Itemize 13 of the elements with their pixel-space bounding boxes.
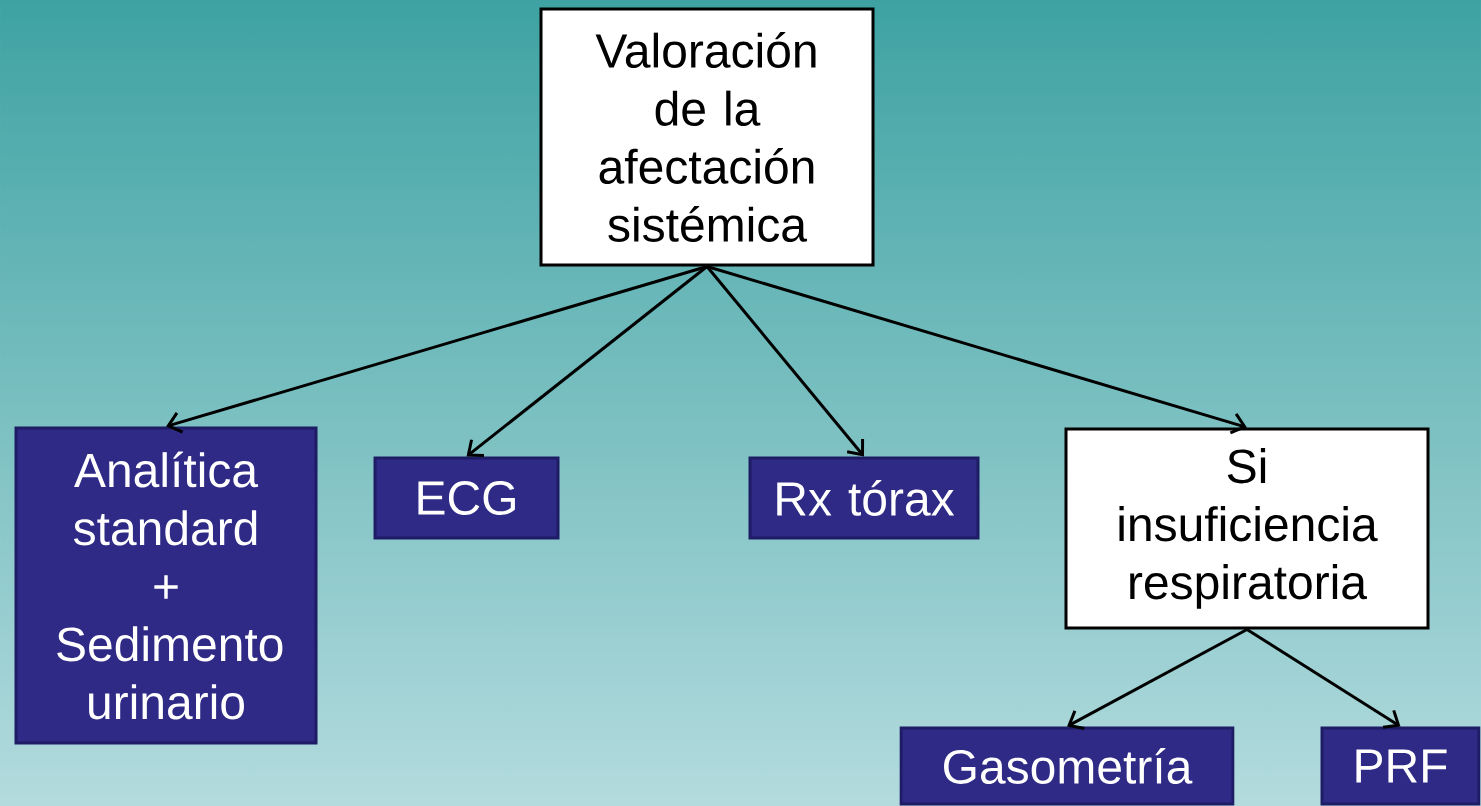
result-box: Gasometría [899,726,1235,806]
process-box: Valoración de la afectación sistémica [539,7,875,267]
arrow [1067,628,1248,730]
arrow [166,265,708,434]
arrow [466,265,708,457]
process-box: Si insuficiencia respiratoria [1064,427,1430,630]
arrow [705,265,865,457]
arrow [706,265,1247,435]
result-box: Rx tórax [748,456,980,540]
result-box: ECG [373,456,560,540]
result-box: Analítica standard + Sedimento urinario [14,426,318,745]
arrow [1246,628,1401,729]
result-box: PRF [1320,726,1481,806]
